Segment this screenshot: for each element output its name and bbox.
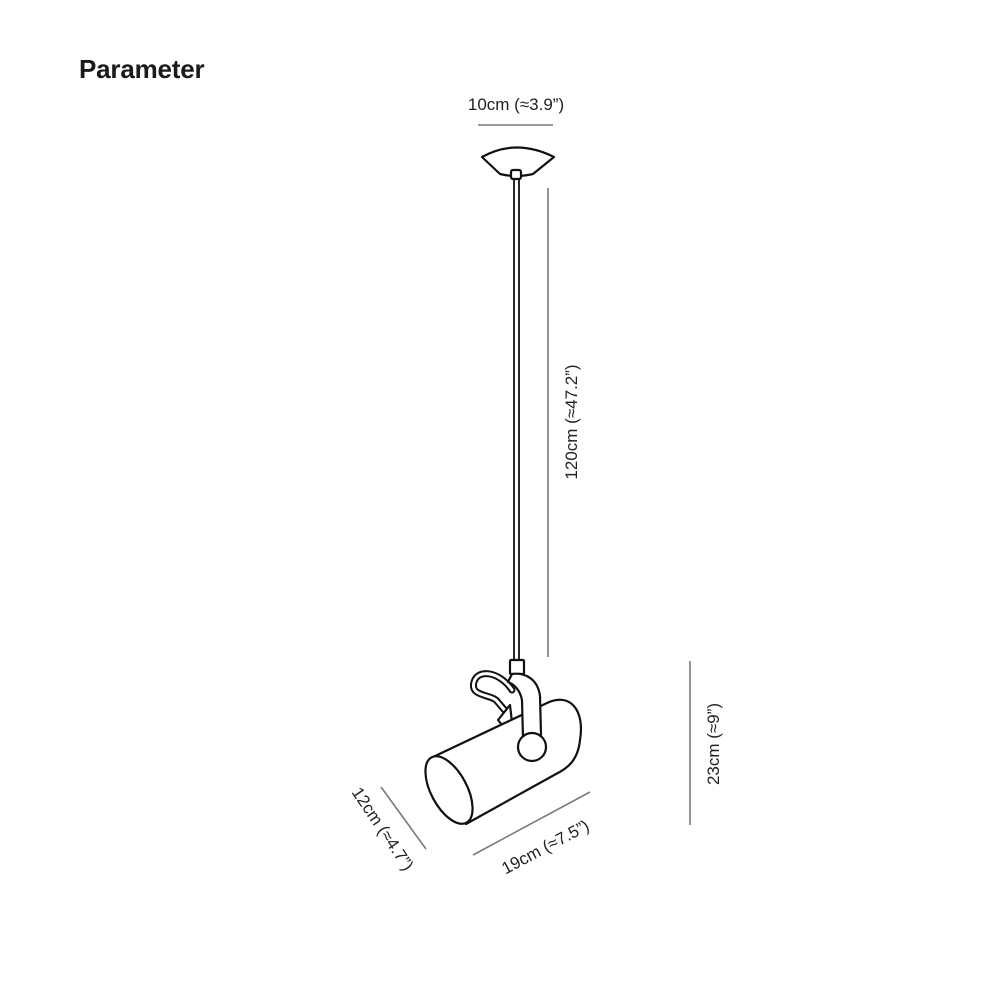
shade-diameter-label: 12cm (≈4.7”) bbox=[348, 784, 418, 874]
rod-length-label: 120cm (≈47.2”) bbox=[562, 364, 581, 479]
adjustment-knob bbox=[516, 731, 548, 763]
canopy-width-label: 10cm (≈3.9”) bbox=[468, 95, 564, 114]
shade-opening bbox=[424, 755, 474, 825]
head-height-label: 23cm (≈9”) bbox=[704, 703, 723, 785]
page-title: Parameter bbox=[79, 54, 205, 84]
shade-diameter-line bbox=[380, 786, 427, 850]
ceiling-canopy-icon bbox=[480, 146, 556, 178]
shade-length-line bbox=[472, 791, 591, 856]
spotlight-head-icon bbox=[424, 658, 583, 826]
canopy-connector bbox=[509, 168, 523, 181]
shade-length-label: 19cm (≈7.5”) bbox=[498, 816, 592, 878]
